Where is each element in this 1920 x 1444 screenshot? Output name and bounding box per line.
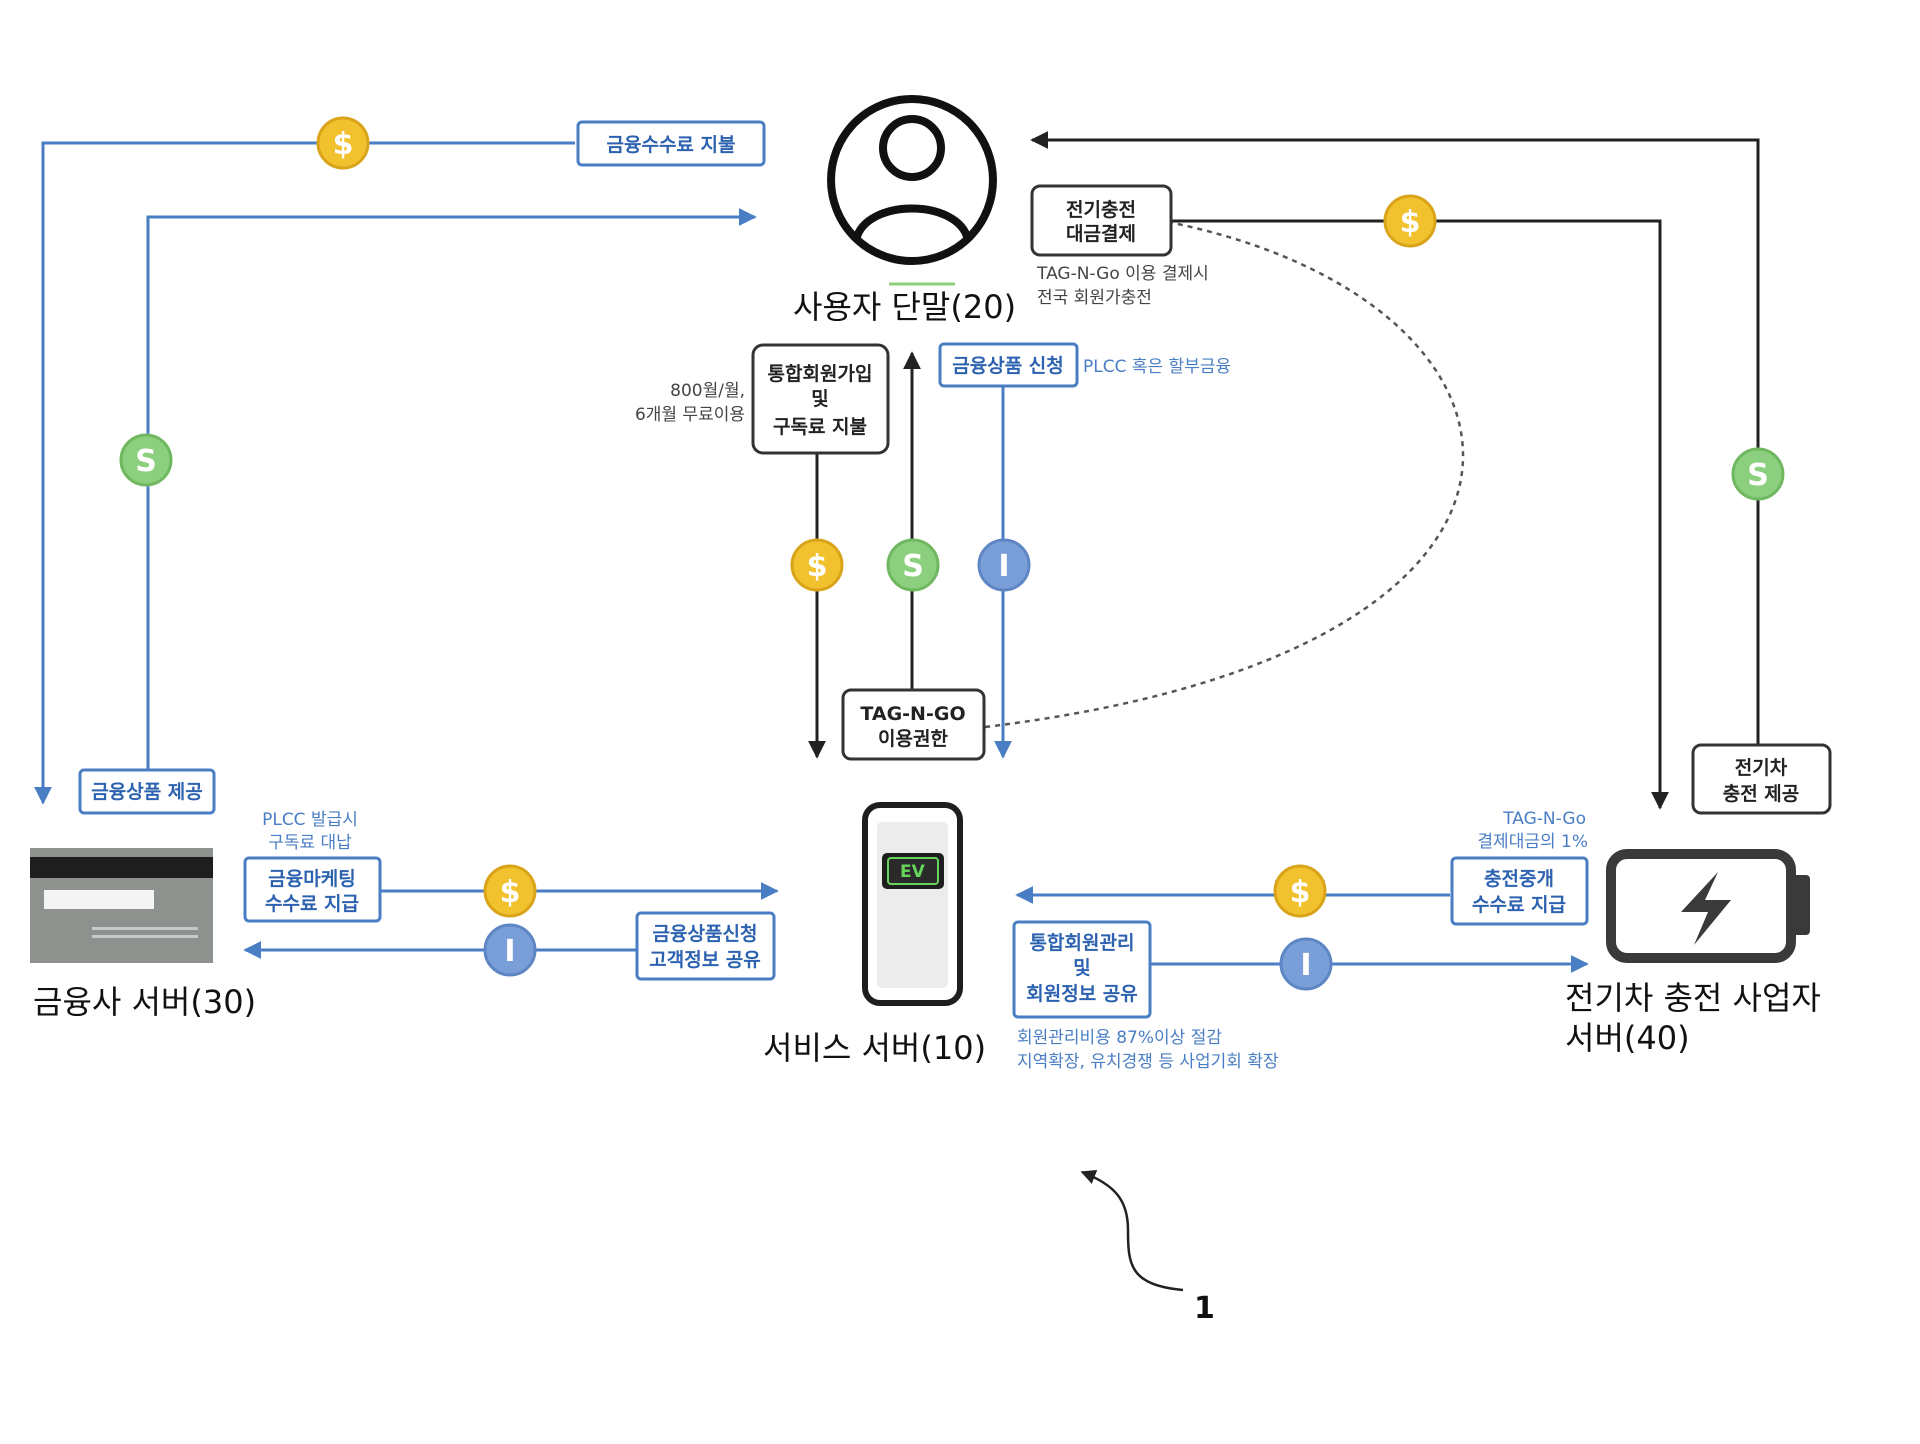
charge-relay-fee-text-2: 수수료 지급: [1472, 894, 1566, 916]
tag-n-go-pay-note-1: TAG-N-Go 이용 결제시: [1036, 264, 1209, 284]
marketing-fee-text-2: 수수료 지급: [265, 893, 359, 915]
marketing-fee-box: [243, 856, 382, 923]
svg-text:$: $: [807, 549, 828, 584]
service-server-label: 서비스 서버(10): [763, 1029, 986, 1067]
coin-service-finance-product: S: [119, 433, 173, 487]
svg-text:I: I: [1300, 948, 1311, 983]
ev-server-label-line2: 서버(40): [1565, 1019, 1690, 1057]
coin-money-membership: $: [790, 538, 844, 592]
member-cost-note-2: 지역확장, 유치경쟁 등 사업기회 확장: [1017, 1052, 1279, 1072]
tag-n-go-rights-box: [841, 688, 986, 761]
marketing-fee-text-1: 금융마케팅: [268, 868, 355, 890]
svg-text:$: $: [1400, 205, 1421, 240]
user-terminal-icon: [827, 95, 997, 286]
ev-server-battery-icon: [1606, 849, 1810, 963]
ev-charge-payment-text-2: 대금결제: [1066, 223, 1136, 245]
ev-charge-provide-box: [1691, 743, 1832, 815]
finance-product-provide-text: 금융상품 제공: [91, 781, 203, 803]
finance-fee-pay-text: 금융수수료 지불: [607, 134, 736, 156]
svg-text:S: S: [902, 549, 924, 584]
service-server-phone-icon: [862, 802, 963, 1006]
coin-info-product-apply: I: [977, 538, 1031, 592]
user-terminal-label: 사용자 단말(20): [793, 288, 1016, 326]
finance-server-label: 금융사 서버(30): [33, 983, 256, 1021]
coin-money-relay-fee: $: [1273, 864, 1327, 918]
figure-ref-arrow: [1080, 1169, 1184, 1292]
tag-n-go-fee-note-2: 결제대금의 1%: [1477, 832, 1588, 852]
coin-service-tag-n-go: S: [886, 538, 940, 592]
finance-product-provide-box: [78, 768, 216, 815]
figure-ref-number: 1: [1194, 1291, 1215, 1326]
member-mgmt-share-text-3: 회원정보 공유: [1026, 983, 1138, 1005]
coin-service-ev-charge: S: [1731, 447, 1785, 501]
customer-info-share-text-1: 금융상품신청: [653, 923, 758, 945]
svg-text:$: $: [500, 875, 521, 910]
svg-text:I: I: [504, 934, 515, 969]
finance-card-icon: [30, 848, 213, 963]
subscription-price-note-2: 6개월 무료이용: [635, 405, 745, 425]
tag-n-go-fee-note-1: TAG-N-Go: [1502, 809, 1586, 829]
member-mgmt-share-box: [1012, 920, 1152, 1019]
plcc-installment-note: PLCC 혹은 할부금융: [1083, 357, 1231, 377]
member-mgmt-share-text-2: 및: [1073, 957, 1090, 979]
plcc-issue-note-2: 구독료 대납: [268, 833, 352, 853]
ev-charge-provide-text-2: 충전 제공: [1723, 783, 1800, 805]
ev-charge-payment-box: [1030, 184, 1173, 257]
finance-fee-flow-line: [34, 141, 575, 805]
coin-money-ev-payment: $: [1383, 194, 1437, 248]
tag-n-go-rights-text-2: 이용권한: [878, 728, 948, 750]
finance-product-flow-line: [146, 208, 757, 770]
finance-fee-pay-box: [576, 120, 766, 167]
ev-charge-payment-text-1: 전기충전: [1066, 199, 1136, 221]
charge-relay-fee-box: [1450, 856, 1589, 926]
svg-text:S: S: [135, 444, 157, 479]
plcc-issue-note-1: PLCC 발급시: [262, 810, 358, 830]
ev-server-label-line1: 전기차 충전 사업자: [1565, 979, 1821, 1017]
svg-text:$: $: [1290, 875, 1311, 910]
ev-payment-flow-line: [1168, 219, 1669, 810]
svg-text:$: $: [333, 127, 354, 162]
ev-charge-provide-line: [1030, 131, 1760, 745]
coin-info-member-share: I: [1279, 937, 1333, 991]
coin-info-customer-share: I: [483, 923, 537, 977]
membership-join-text-2: 및: [811, 388, 828, 410]
customer-info-share-box: [635, 911, 776, 981]
membership-join-text-3: 구독료 지불: [773, 416, 867, 438]
subscription-price-note-1: 800월/월,: [670, 381, 745, 401]
svg-text:I: I: [998, 549, 1009, 584]
tag-n-go-pay-note-2: 전국 회원가충전: [1037, 288, 1152, 308]
membership-join-text-1: 통합회원가입: [768, 363, 873, 385]
customer-info-share-text-2: 고객정보 공유: [649, 949, 761, 971]
charge-relay-fee-text-1: 충전중개: [1484, 868, 1554, 890]
coin-money-finance-fee: $: [316, 116, 370, 170]
svg-text:S: S: [1747, 458, 1769, 493]
member-mgmt-share-text-1: 통합회원관리: [1030, 932, 1135, 954]
member-cost-note-1: 회원관리비용 87%이상 절감: [1017, 1028, 1222, 1048]
membership-join-box: [751, 343, 890, 455]
phone-ev-badge: EV: [900, 862, 926, 882]
tag-n-go-rights-text-1: TAG-N-GO: [860, 703, 965, 725]
finance-product-apply-text: 금융상품 신청: [952, 355, 1064, 377]
ev-charge-provide-text-1: 전기차: [1735, 757, 1788, 779]
dashed-relation-curve: [984, 220, 1465, 729]
coin-money-marketing-fee: $: [483, 864, 537, 918]
finance-product-apply-box: [938, 342, 1079, 388]
